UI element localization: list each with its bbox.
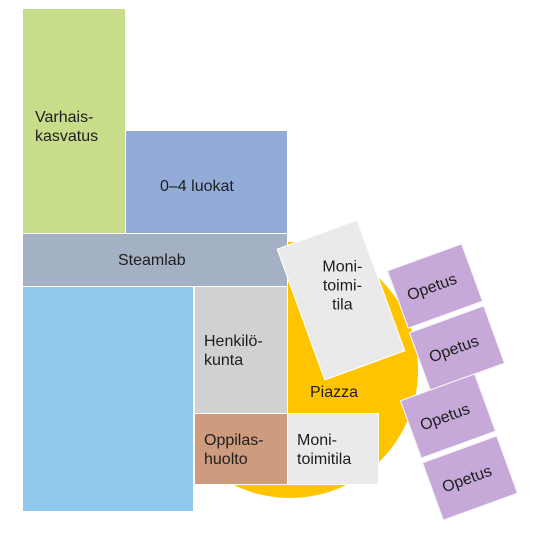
room-henkilokunta: Henkilö- kunta [194, 286, 288, 414]
label-varhaiskasvatus: Varhais- kasvatus [35, 109, 99, 145]
label-opetus-3: Opetus [418, 400, 473, 435]
label-piazza: Piazza [310, 384, 359, 401]
label-opetus-1: Opetus [405, 270, 460, 305]
label-steamlab: Steamlab [118, 252, 186, 269]
label-opetus-4: Opetus [440, 462, 495, 497]
label-0-4-luokat: 0–4 luokat [160, 178, 234, 195]
label-oppilashuolto: Oppilas- huolto [204, 432, 264, 468]
label-henkilokunta: Henkilö- kunta [204, 333, 263, 369]
label-monitoimitila-lower: Moni- toimitila [297, 432, 352, 468]
room-oppilashuolto: Oppilas- huolto [194, 413, 288, 485]
label-opetus-2: Opetus [427, 332, 482, 367]
room-varhaiskasvatus: Varhais- kasvatus [22, 8, 126, 234]
label-monitoimitila-rotated: Moni- toimi- tila [322, 258, 363, 314]
room-0-4-luokat: 0–4 luokat [125, 130, 288, 234]
room-steamlab: Steamlab [22, 233, 288, 287]
room-large-blue [22, 286, 194, 512]
room-monitoimitila-lower: Moni- toimitila [287, 413, 379, 485]
